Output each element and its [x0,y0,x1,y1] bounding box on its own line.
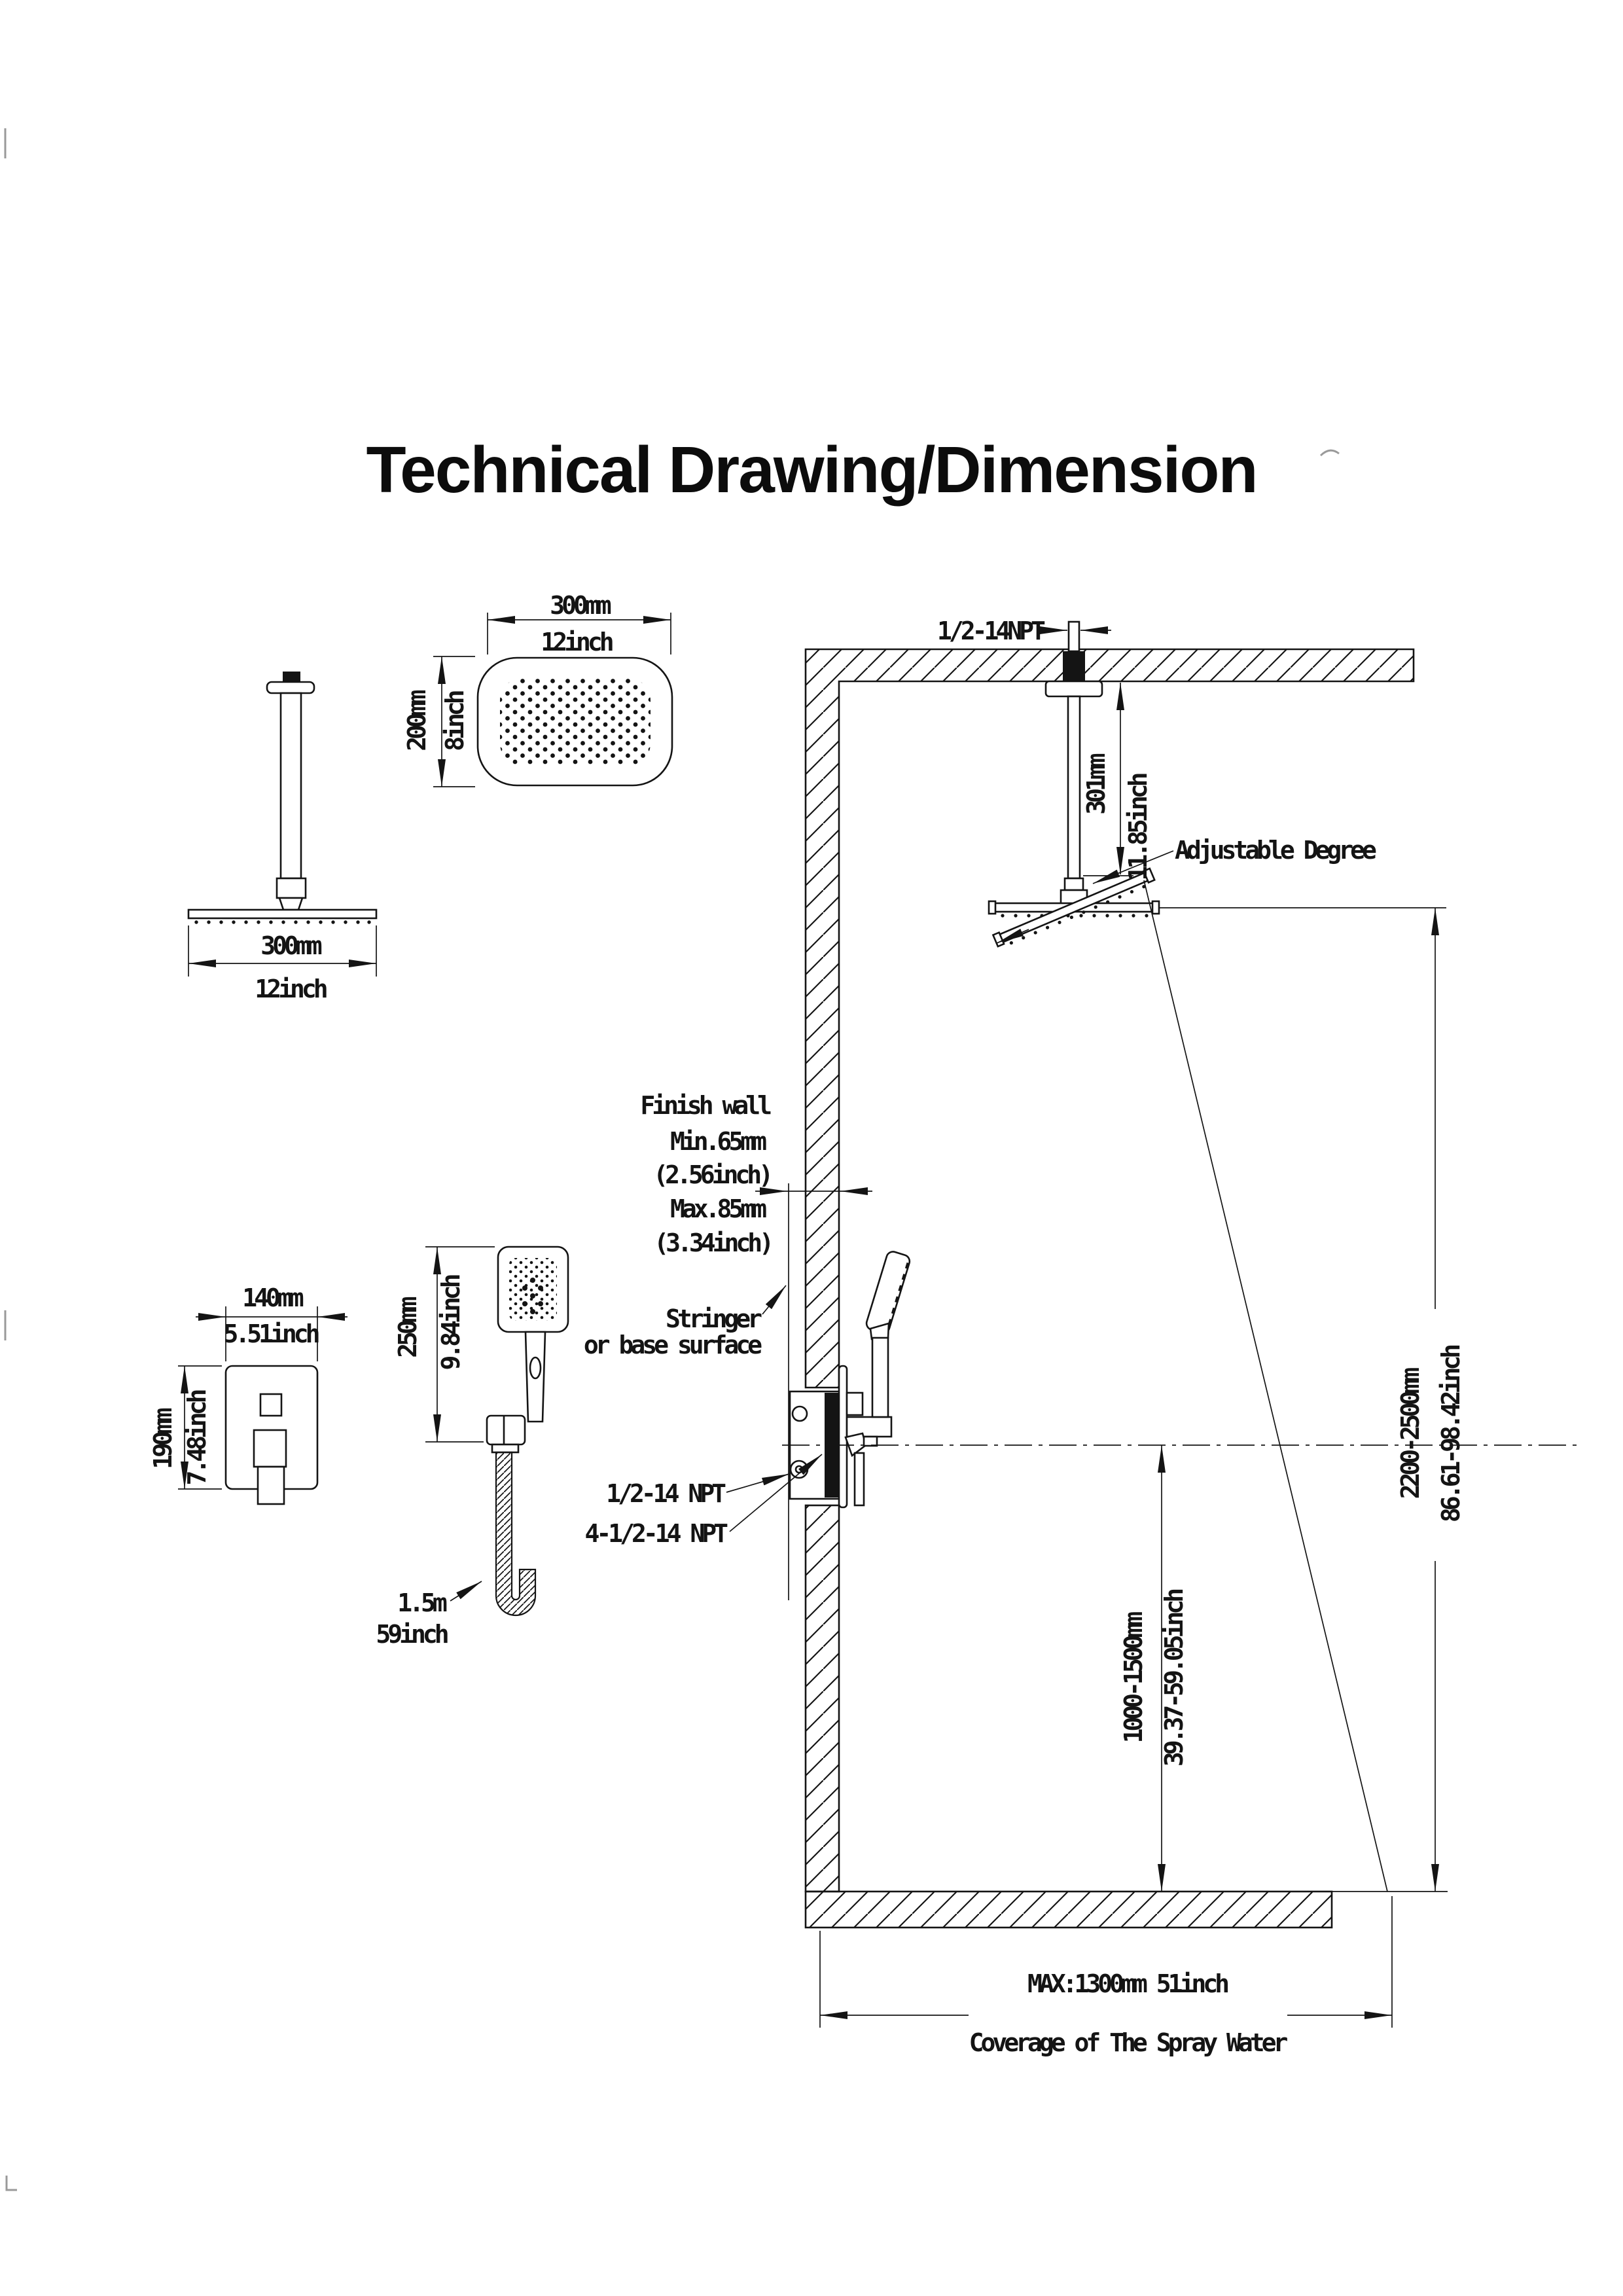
installation-section-view: 1/2-14NPT 301mm 11.85inch Adjustable Deg… [584,617,1580,2057]
head-height-range-mm: 2200-2500mm [1396,1368,1425,1499]
stringer-label-2: or base surface [584,1331,762,1359]
valve-height-in: 7.48inch [183,1390,211,1485]
valve-trim-view: 140mm 5.51inch 190mm 7.48inch [149,1283,348,1505]
arm-view-width-in: 12inch [255,975,326,1003]
plan-width-mm: 300mm [550,591,611,620]
hand-head-center-dots [522,1278,543,1314]
coverage-caption: Coverage of The Spray Water [969,2028,1288,2057]
wall-lower-section [804,1504,840,1893]
valve-height-mm: 190mm [149,1408,177,1469]
valve-width-mm: 140mm [242,1283,304,1312]
stringer-label-1: Stringer [666,1304,762,1333]
valve-npt-label-2: 4-1/2-14 NPT [584,1519,728,1548]
finish-wall-line3: (2.56inch) [653,1160,770,1189]
hose-length-m: 1.5m [397,1588,447,1617]
adjustable-degree-label: Adjustable Degree [1175,836,1376,865]
hand-shower-hose [495,1451,537,1617]
elevation-view-ceiling-arm: 300mm 12inch [187,672,378,1003]
arm-length-in: 11.85inch [1124,774,1152,880]
hand-shower-section [865,1251,911,1418]
valve-width-in: 5.51inch [223,1319,318,1348]
hose-length-in: 59inch [376,1620,447,1649]
plan-width-in: 12inch [541,628,612,656]
spray-face-dots [500,678,651,766]
elevation-nozzles [194,920,371,924]
floor-section [804,1890,1333,1929]
finish-wall-line1: Finish wall [640,1091,771,1120]
page-title: Technical Drawing/Dimension [366,433,1257,507]
npt-top-label: 1/2-14NPT [937,617,1045,645]
arm-length-mm: 301mm [1082,753,1111,815]
page-edge-artifacts [4,128,1340,2191]
hand-shower-view: 250mm 9.84inch 1.5m 59inch [376,1246,569,1649]
hand-shower-length-mm: 250mm [393,1297,422,1358]
ceiling-and-wall-section [804,648,1415,1389]
plan-depth-mm: 200mm [402,690,431,751]
hand-shower-length-in: 9.84inch [437,1275,465,1370]
plan-depth-in: 8inch [440,691,469,751]
valve-height-range-in: 39.37-59.05inch [1160,1590,1188,1767]
valve-npt-label-1: 1/2-14 NPT [606,1479,726,1508]
finish-wall-line4: Max.85mm [670,1194,766,1223]
finish-wall-line2: Min.65mm [670,1127,766,1156]
head-height-range-in: 86.61-98.42inch [1436,1346,1465,1522]
arm-view-width-mm: 300mm [260,931,322,960]
valve-height-range-mm: 1000-1500mm [1119,1612,1148,1744]
spray-coverage-line [1143,880,1388,1892]
finish-wall-line5: (3.34inch) [654,1229,771,1257]
coverage-max-label: MAX:1300mm 51inch [1027,1969,1228,1998]
plan-view-rain-head: 300mm 12inch 200mm 8inch [402,591,673,787]
